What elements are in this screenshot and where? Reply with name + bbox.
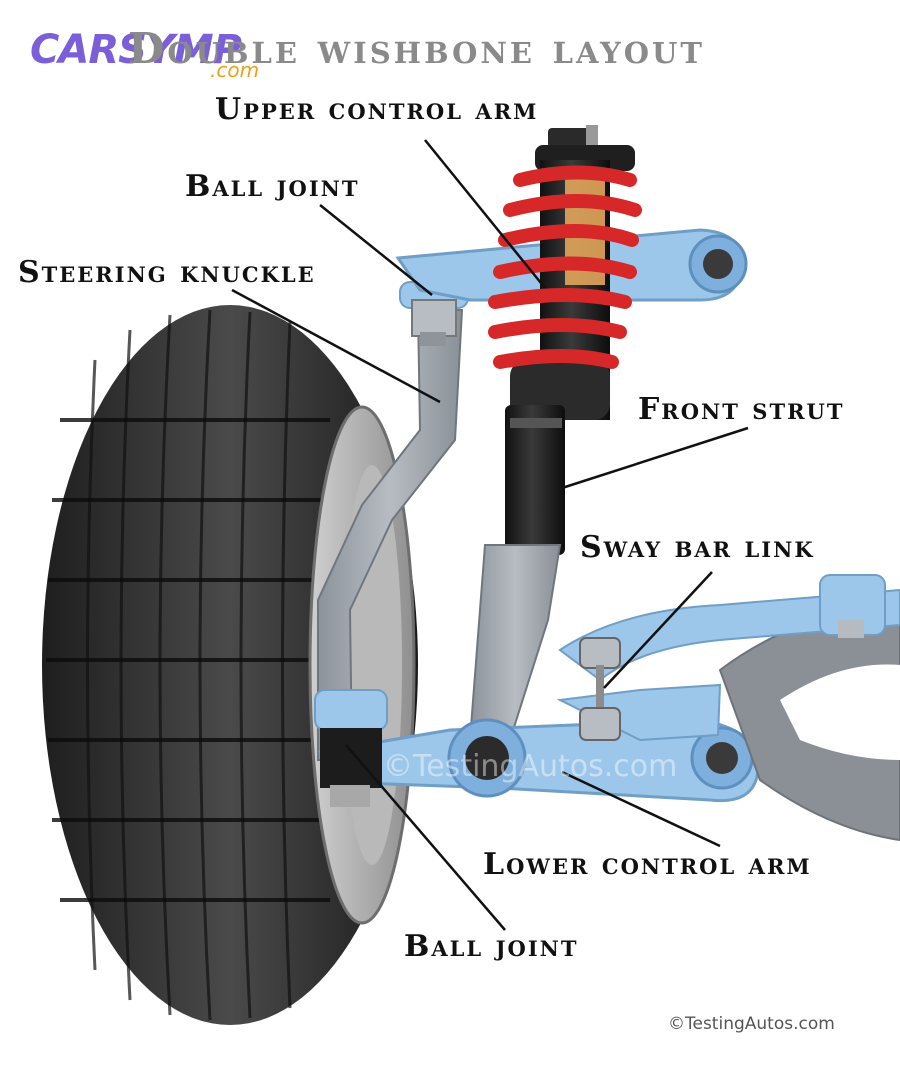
leader-lower-control-arm bbox=[561, 770, 721, 848]
label-ball-joint-upper: Ball joint bbox=[185, 169, 360, 204]
leader-steering-knuckle bbox=[231, 288, 441, 404]
label-steering-knuckle: Steering knuckle bbox=[18, 255, 316, 290]
watermark-text: ©TestingAutos.com bbox=[383, 749, 678, 784]
logo-wordmark: CARSYMP bbox=[30, 27, 242, 73]
subframe-shape bbox=[556, 574, 900, 842]
leader-ball-joint-upper bbox=[319, 204, 433, 296]
strut-shape bbox=[468, 125, 635, 763]
label-front-strut: Front strut bbox=[638, 392, 845, 427]
logo-domain: .com bbox=[210, 58, 260, 82]
label-upper-control-arm: Upper control arm bbox=[215, 92, 539, 127]
label-ball-joint-lower: Ball joint bbox=[404, 929, 579, 964]
lower-ball-joint-shape bbox=[314, 689, 388, 807]
carsymp-logo: CARSYMP .com bbox=[30, 30, 280, 86]
label-lower-control-arm: Lower control arm bbox=[483, 847, 812, 882]
leader-lines bbox=[231, 139, 749, 931]
leader-upper-control-arm bbox=[424, 139, 546, 289]
leader-front-strut bbox=[561, 426, 749, 490]
diagram-title: Double wishbone layout bbox=[128, 24, 705, 73]
sway-bar-link-shape bbox=[579, 637, 621, 741]
copyright-credit: ©TestingAutos.com bbox=[668, 1014, 835, 1034]
coil-spring bbox=[488, 165, 642, 369]
leader-sway-bar-link bbox=[603, 571, 713, 689]
label-sway-bar-link: Sway bar link bbox=[580, 530, 815, 565]
leader-ball-joint-lower bbox=[345, 744, 506, 931]
